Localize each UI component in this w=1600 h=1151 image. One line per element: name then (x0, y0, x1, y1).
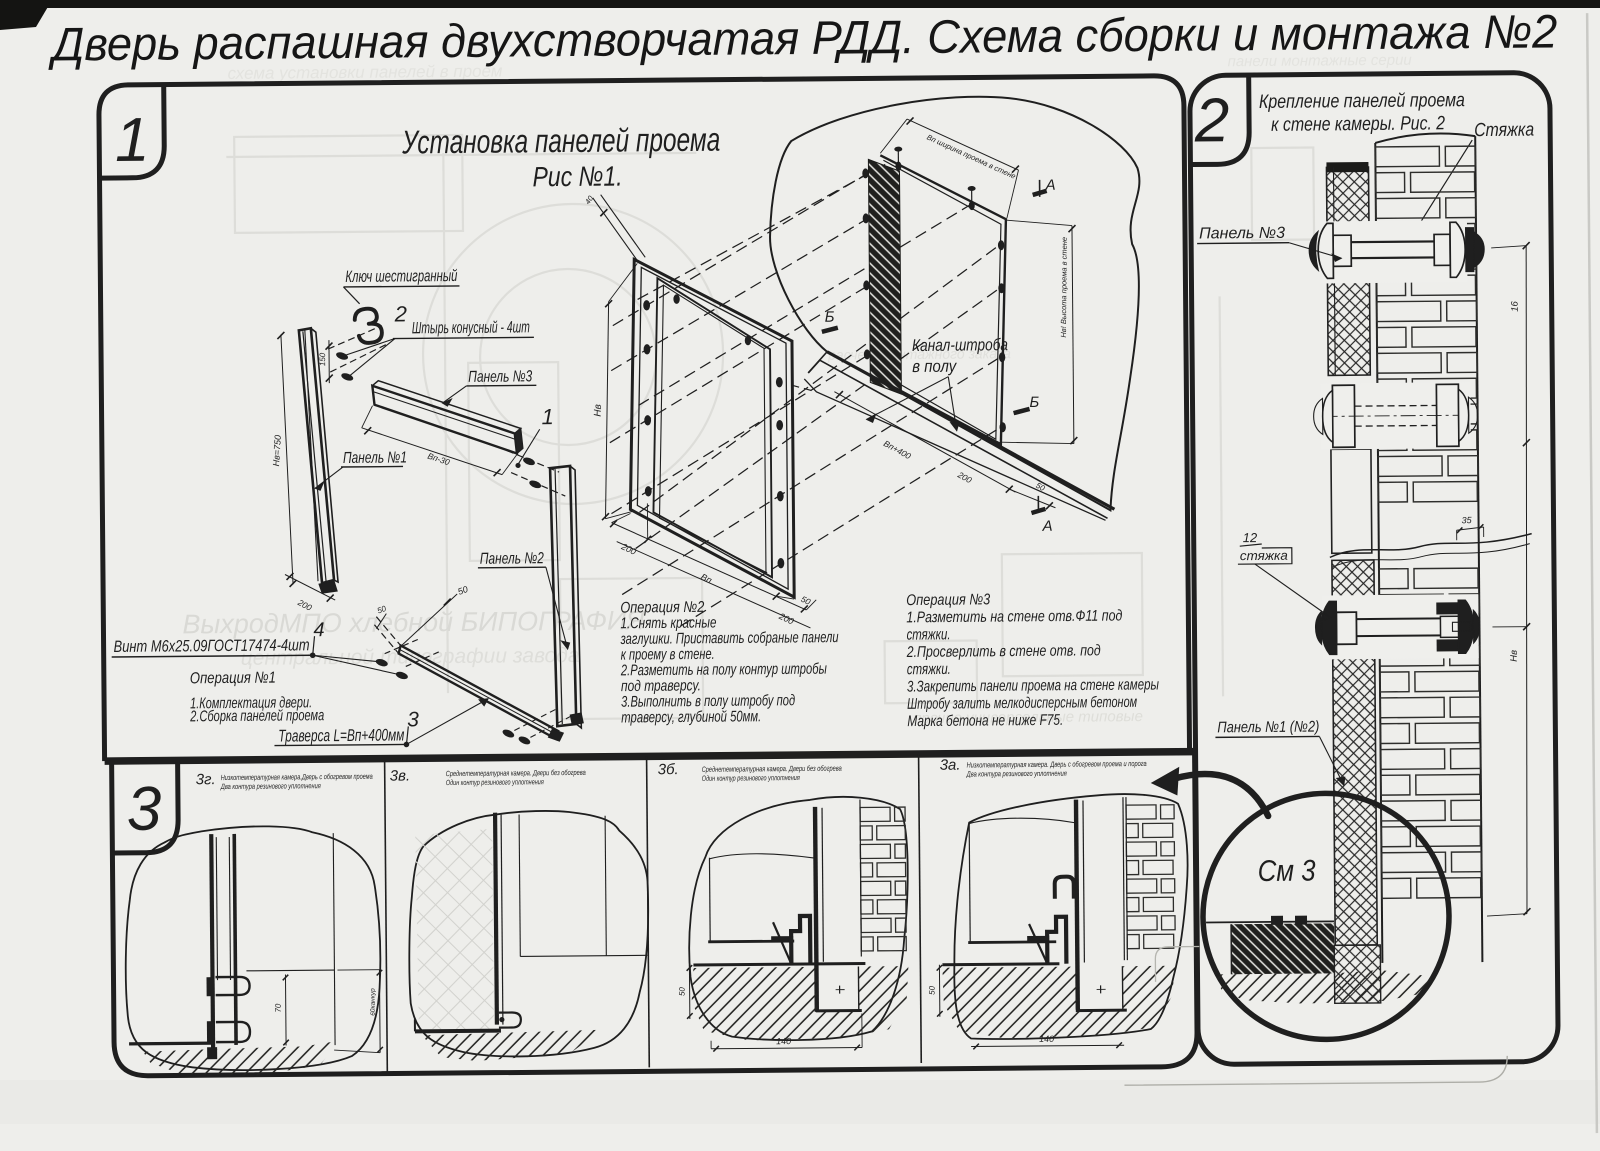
svg-text:Нв: Нв (1509, 650, 1520, 662)
svg-text:к стене камеры. Рис. 2: к стене камеры. Рис. 2 (1271, 112, 1445, 136)
svg-text:Нв=750: Нв=750 (271, 435, 283, 467)
svg-text:Крепление панелей проема: Крепление панелей проема (1259, 89, 1465, 113)
svg-text:Один контур резинового уплотне: Один контур резинового уплотнения (446, 777, 544, 787)
svg-text:150: 150 (318, 352, 327, 366)
svg-text:траверсу, глубиной 50мм.: траверсу, глубиной 50мм. (621, 708, 761, 726)
svg-text:2.Сборка панелей проема: 2.Сборка панелей проема (189, 707, 324, 725)
svg-text:4: 4 (313, 619, 324, 641)
svg-text:Установка панелей проема: Установка панелей проема (401, 121, 720, 161)
svg-text:3.Закрепить панели проема на с: 3.Закрепить панели проема на стене камер… (907, 676, 1160, 695)
svg-text:Панель №1 (№2): Панель №1 (№2) (1217, 718, 1319, 736)
svg-text:прочие универсальные типовые: прочие универсальные типовые (913, 708, 1143, 727)
svg-text:Низкотемпературная камера. Две: Низкотемпературная камера. Дверь с обогр… (967, 759, 1147, 770)
svg-text:центральной типографии завода: центральной типографии завода (241, 644, 580, 670)
svg-text:3г.: 3г. (196, 771, 216, 788)
svg-text:Операция №2: Операция №2 (620, 599, 704, 617)
svg-text:Б: Б (825, 309, 835, 326)
svg-text:1: 1 (115, 106, 150, 175)
svg-text:2: 2 (1194, 86, 1230, 155)
svg-text:3а.: 3а. (940, 757, 961, 774)
svg-text:Вп: Вп (699, 572, 713, 586)
svg-text:50: 50 (456, 584, 469, 597)
svg-text:50: 50 (376, 604, 388, 616)
svg-text:16: 16 (1510, 300, 1521, 311)
svg-text:3: 3 (126, 775, 161, 844)
svg-text:Два контура резинового уплотне: Два контура резинового уплотнения (220, 781, 321, 791)
svg-text:Марка бетона не ниже F75.: Марка бетона не ниже F75. (907, 712, 1063, 730)
svg-text:1: 1 (542, 404, 554, 429)
svg-text:См 3: См 3 (1257, 855, 1316, 889)
svg-text:3.Выполнить в полу штробу под: 3.Выполнить в полу штробу под (621, 692, 795, 711)
svg-text:Среднетемпературная камера. Дв: Среднетемпературная камера. Двери без об… (446, 768, 586, 778)
svg-text:Операция №3: Операция №3 (906, 591, 990, 609)
svg-text:под траверсу.: под траверсу. (621, 677, 701, 695)
svg-text:стяжки.: стяжки. (906, 626, 950, 643)
svg-text:Рис №1.: Рис №1. (532, 161, 622, 193)
svg-text:Б: Б (1029, 394, 1039, 411)
svg-text:стяжки.: стяжки. (907, 661, 951, 678)
svg-text:Канал-штроба: Канал-штроба (912, 335, 1008, 355)
svg-text:Два контура резинового уплотне: Два контура резинового уплотнения (966, 769, 1067, 779)
svg-text:Низкотемпературная камера.Двер: Низкотемпературная камера.Дверь с обогре… (221, 772, 373, 782)
svg-text:3б.: 3б. (658, 761, 679, 778)
svg-text:Нв: Нв (593, 404, 604, 417)
svg-text:Ключ шестигранный: Ключ шестигранный (345, 267, 457, 286)
svg-text:Дверь распашная двухстворчатая: Дверь распашная двухстворчатая РДД. Схем… (47, 4, 1557, 70)
svg-text:Штырь конусный - 4шт: Штырь конусный - 4шт (412, 318, 530, 337)
svg-text:1.Снять красные: 1.Снять красные (620, 614, 716, 632)
svg-text:панели монтажные серии: панели монтажные серии (1227, 52, 1412, 71)
svg-text:А: А (1045, 177, 1056, 194)
svg-text:1.Комплектация двери.: 1.Комплектация двери. (190, 694, 312, 712)
svg-text:Стяжка: Стяжка (1474, 120, 1534, 142)
svg-text:Панель №1: Панель №1 (343, 449, 407, 467)
svg-text:А: А (1042, 518, 1053, 535)
svg-text:1.Разметить на стене отв.Ф11 п: 1.Разметить на стене отв.Ф11 под (906, 607, 1122, 626)
svg-text:Панель №3: Панель №3 (468, 368, 532, 386)
svg-text:3: 3 (407, 708, 419, 731)
svg-text:35: 35 (1462, 515, 1473, 525)
svg-text:Панель №3: Панель №3 (1199, 225, 1285, 243)
svg-text:в полу: в полу (912, 357, 957, 376)
svg-text:Операция №1: Операция №1 (190, 670, 276, 688)
svg-text:2: 2 (394, 301, 407, 326)
svg-text:50: 50 (928, 985, 937, 995)
svg-text:2.Просверлить в стене отв. п: 2.Просверлить в стене отв. под (906, 642, 1101, 661)
svg-text:140: 140 (1039, 1034, 1054, 1044)
svg-text:Нв! Высота проема в стене: Нв! Высота проема в стене (1059, 237, 1069, 338)
svg-text:Панель №2: Панель №2 (480, 550, 544, 568)
svg-text:70: 70 (274, 1003, 283, 1013)
svg-text:3в.: 3в. (390, 767, 410, 784)
svg-text:стяжка: стяжка (1240, 548, 1288, 563)
svg-text:50: 50 (799, 594, 812, 607)
svg-text:50: 50 (678, 987, 687, 997)
svg-text:Штробу залить мелкодисперсным: Штробу залить мелкодисперсным бетоном (907, 694, 1137, 713)
svg-text:к проему в стене.: к проему в стене. (621, 646, 715, 664)
svg-text:2.Разметить на полу контур штр: 2.Разметить на полу контур штробы (620, 661, 827, 680)
svg-text:заглушки. Приставить собраные: заглушки. Приставить собраные панели (620, 629, 839, 648)
svg-text:60канкур: 60канкур (370, 988, 377, 1016)
svg-text:Траверса L=Вп+400мм: Траверса L=Вп+400мм (278, 725, 404, 745)
svg-text:Один контур резинового уплотне: Один контур резинового уплотнения (702, 773, 800, 783)
svg-text:схема установки панелей в прое: схема установки панелей в проем (228, 62, 503, 83)
svg-text:Винт М6х25.09ГОСТ17474-4шт: Винт М6х25.09ГОСТ17474-4шт (114, 636, 310, 656)
svg-text:12: 12 (1243, 530, 1258, 545)
svg-text:Среднетемпературная камера. Дв: Среднетемпературная камера. Двери без об… (702, 764, 842, 774)
svg-text:140: 140 (776, 1036, 791, 1046)
